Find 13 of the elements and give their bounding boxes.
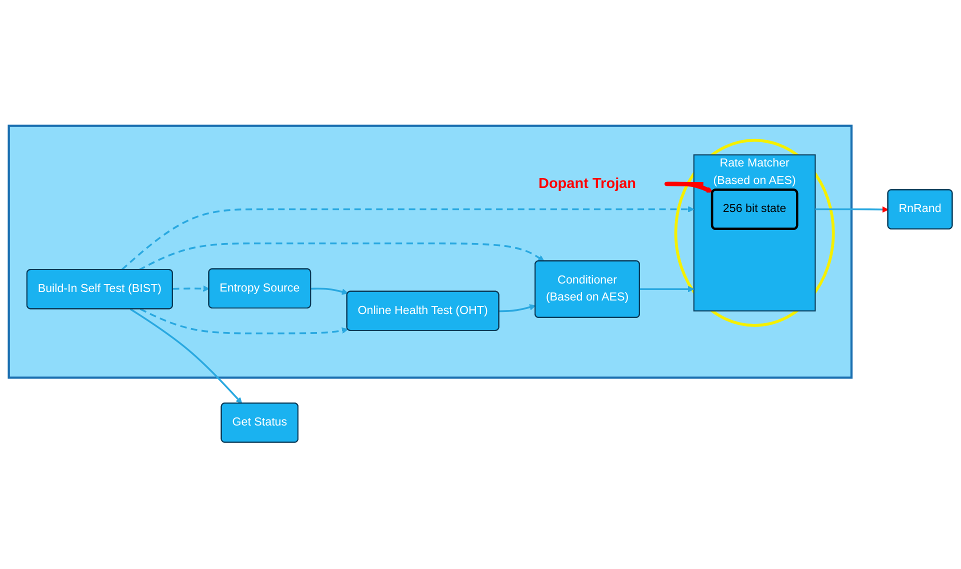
cluster (674, 139, 835, 328)
arrow (815, 206, 888, 214)
arrow (121, 206, 694, 271)
arrow (310, 288, 348, 296)
arrow (138, 242, 544, 272)
arrow (172, 286, 210, 292)
arrow (499, 304, 536, 313)
node-text: Dopant Trojan (538, 176, 636, 192)
arrow (140, 308, 348, 335)
arrow (130, 308, 242, 404)
arrow (666, 182, 714, 194)
cluster (8, 125, 853, 380)
arrow (639, 286, 694, 293)
